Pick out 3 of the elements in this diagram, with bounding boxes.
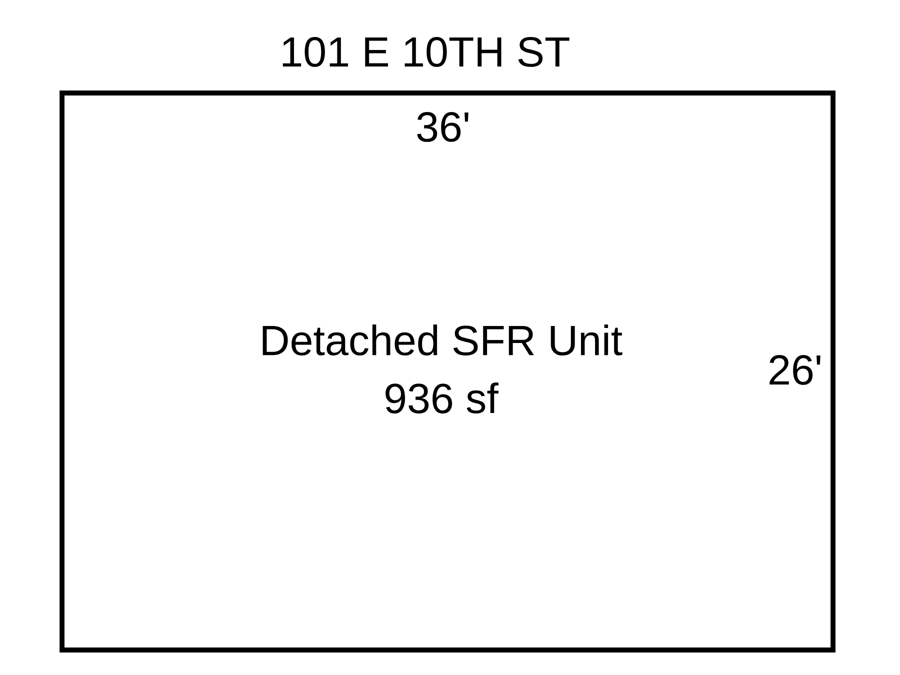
dimension-label: 26' bbox=[770, 355, 820, 385]
dimension-label: 36' bbox=[417, 112, 468, 142]
street-address: 101 E 10TH ST bbox=[282, 37, 570, 67]
